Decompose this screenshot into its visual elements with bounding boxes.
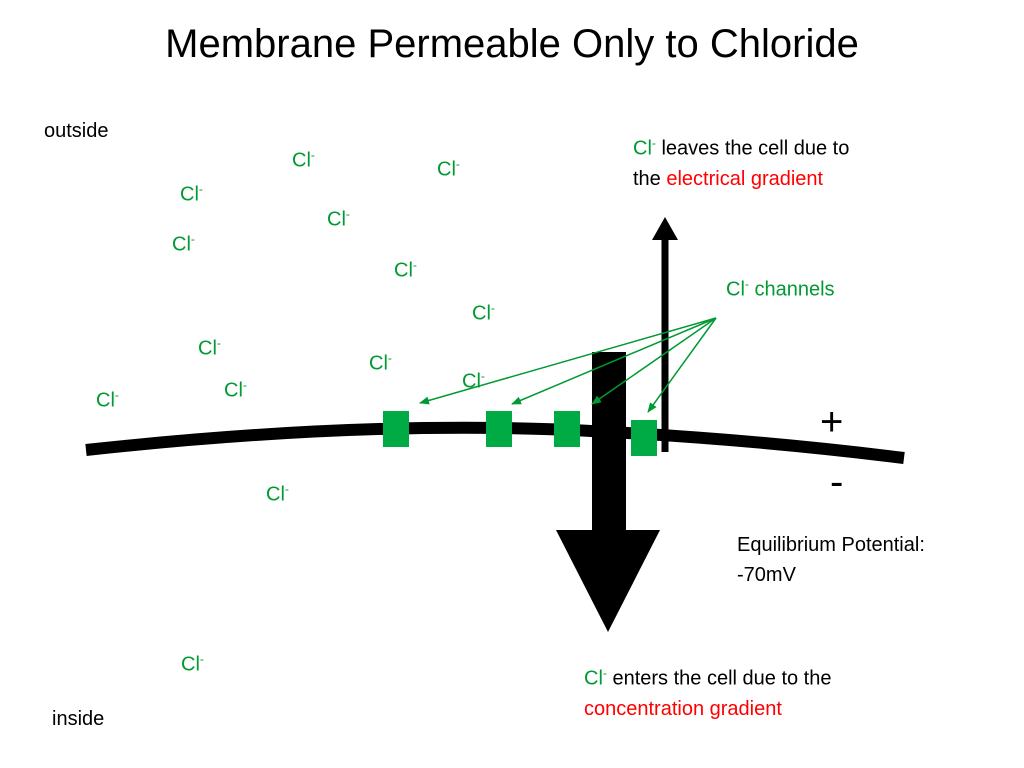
chloride-ion: Cl- bbox=[292, 148, 315, 172]
concentration-gradient-arrow-shaft bbox=[592, 352, 626, 532]
chloride-ion: Cl- bbox=[96, 388, 119, 412]
equilibrium-potential-note: Equilibrium Potential: -70mV bbox=[737, 534, 925, 586]
chloride-ion: Cl- bbox=[224, 378, 247, 402]
chloride-ion: Cl- bbox=[172, 232, 195, 256]
chloride-ion: Cl- bbox=[472, 301, 495, 325]
chloride-ion: Cl- bbox=[327, 207, 350, 231]
chloride-ion: Cl- bbox=[198, 336, 221, 360]
chloride-ion: Cl- bbox=[462, 369, 485, 393]
channel-pointer bbox=[591, 317, 717, 405]
inside-label: inside bbox=[52, 708, 105, 730]
chloride-ion: Cl- bbox=[437, 157, 460, 181]
concentration-gradient-note: Cl- enters the cell due to the concentra… bbox=[584, 666, 832, 720]
outside-label: outside bbox=[44, 120, 109, 142]
channel-pointer bbox=[647, 317, 717, 413]
negative-sign: - bbox=[830, 460, 844, 504]
electrical-gradient-arrow-head bbox=[652, 217, 678, 240]
chloride-ion: Cl- bbox=[180, 182, 203, 206]
page-title: Membrane Permeable Only to Chloride bbox=[165, 22, 859, 66]
chloride-ion: Cl- bbox=[181, 652, 204, 676]
channel-pointer bbox=[419, 317, 717, 405]
chloride-channel bbox=[383, 411, 409, 447]
chloride-channel bbox=[486, 411, 512, 447]
chloride-channels-label: Cl- channels bbox=[726, 277, 835, 301]
chloride-ion: Cl- bbox=[266, 482, 289, 506]
electrical-gradient-note: Cl- leaves the cell due to the electrica… bbox=[633, 136, 850, 190]
concentration-gradient-arrow-head bbox=[556, 530, 660, 632]
chloride-channel bbox=[554, 411, 580, 447]
chloride-channel bbox=[631, 420, 657, 456]
chloride-ion: Cl- bbox=[369, 351, 392, 375]
positive-sign: + bbox=[820, 400, 844, 444]
chloride-ion: Cl- bbox=[394, 258, 417, 282]
channel-pointer bbox=[511, 317, 717, 405]
